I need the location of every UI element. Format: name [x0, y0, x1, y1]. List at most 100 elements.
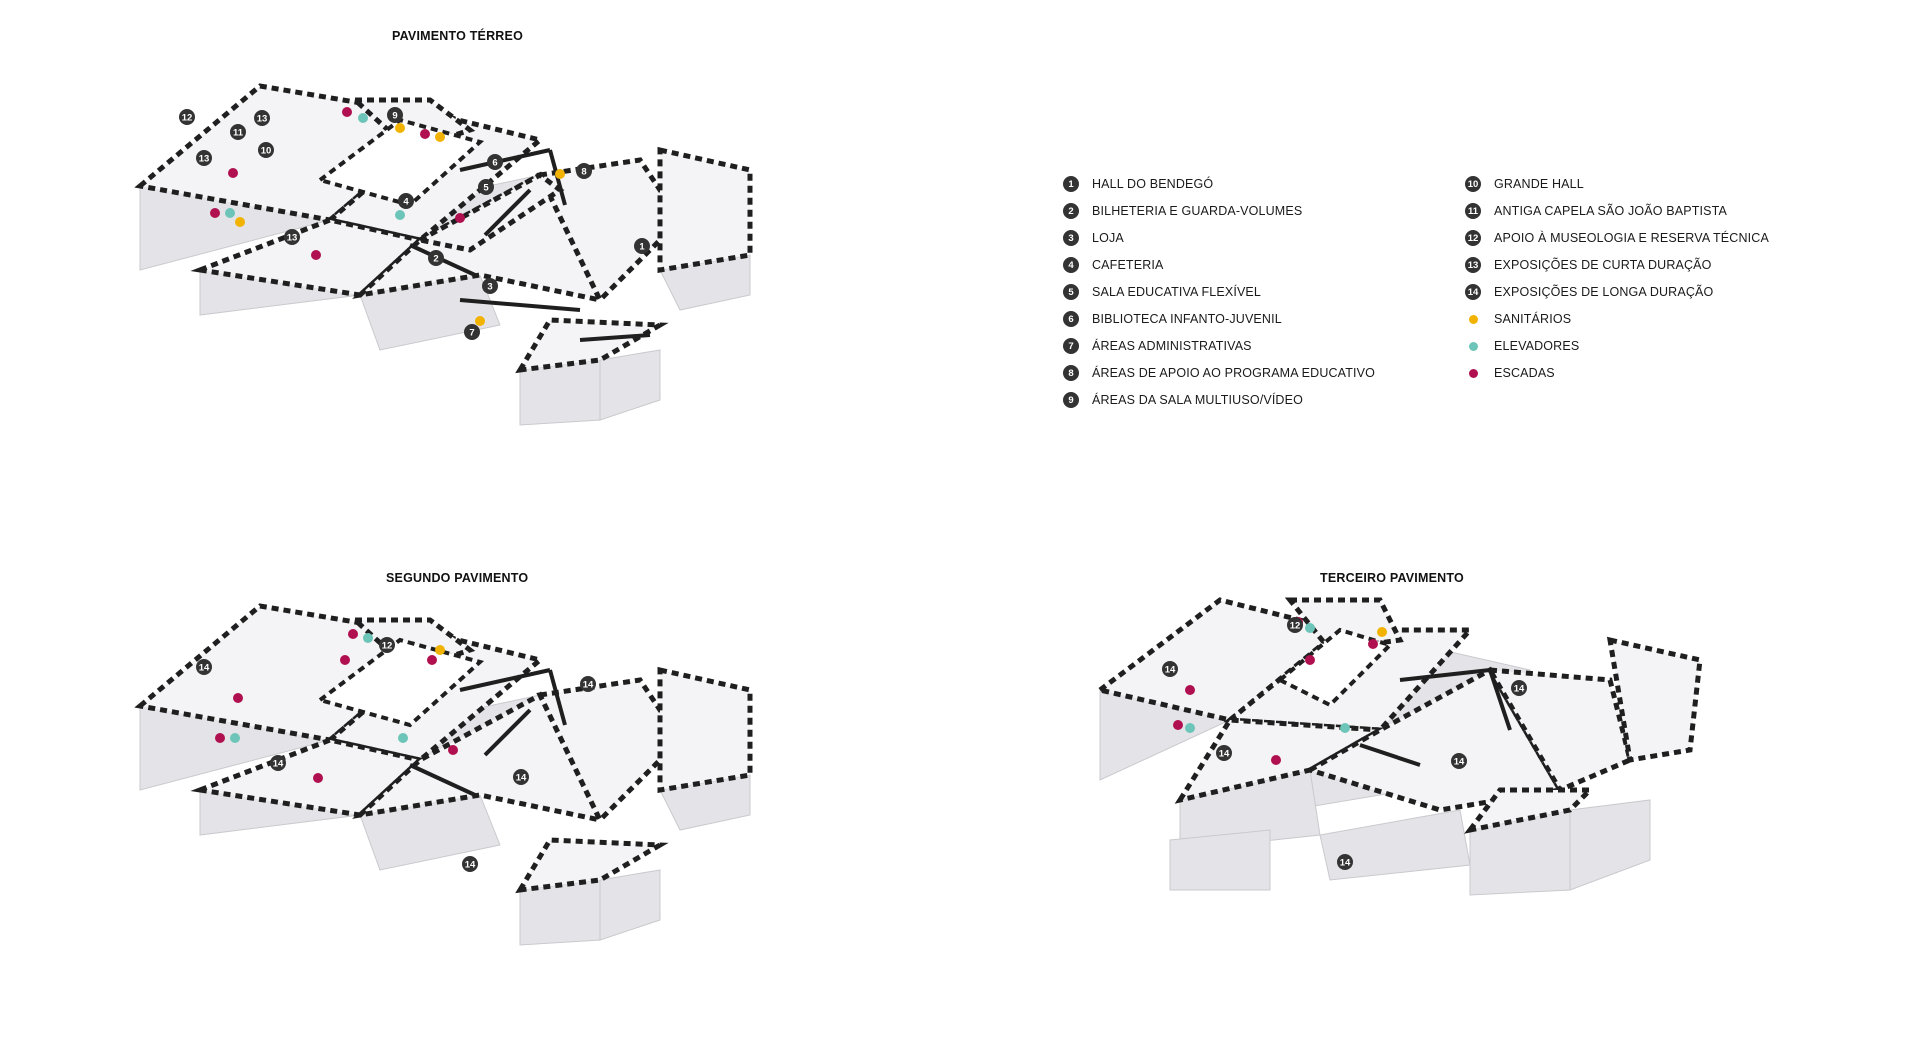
legend-item: 9 ÁREAS DA SALA MULTIUSO/VÍDEO — [1063, 391, 1303, 409]
room-number-label: 13 — [199, 154, 210, 165]
fixtures — [215, 629, 458, 783]
legend-number-badge: 8 — [1063, 365, 1079, 381]
room-number-badge — [478, 179, 494, 195]
room-number-label: 14 — [1454, 757, 1465, 768]
legend-item: ESCADAS — [1465, 364, 1555, 382]
stair-marker — [215, 733, 225, 743]
room-number-label: 8 — [581, 167, 586, 178]
legend-label: ANTIGA CAPELA SÃO JOÃO BAPTISTA — [1494, 204, 1727, 218]
room-number-label: 9 — [392, 111, 397, 122]
legend-label: GRANDE HALL — [1494, 177, 1584, 191]
stair-marker — [448, 745, 458, 755]
elevator-marker — [398, 733, 408, 743]
room-number-badge — [482, 278, 498, 294]
room-number-badge — [1511, 680, 1527, 696]
room-number-badge — [196, 659, 212, 675]
room-number-badge — [179, 109, 195, 125]
legend-item: ELEVADORES — [1465, 337, 1579, 355]
legend-label: SALA EDUCATIVA FLEXÍVEL — [1092, 285, 1262, 299]
room-number-badge — [464, 324, 480, 340]
legend-item: 10 GRANDE HALL — [1465, 175, 1584, 193]
toilet-marker — [1377, 627, 1387, 637]
room-number-label: 5 — [483, 183, 489, 194]
stair-marker — [427, 655, 437, 665]
legend-item: SANITÁRIOS — [1465, 310, 1571, 328]
legend-number-badge: 9 — [1063, 392, 1079, 408]
toilet-marker — [555, 169, 565, 179]
stair-marker — [1368, 639, 1378, 649]
elevator-marker — [1340, 723, 1350, 733]
room-number-label: 2 — [433, 254, 438, 265]
room-number-label: 14 — [199, 663, 210, 674]
room-number-badge — [513, 769, 529, 785]
legend-dot-magenta — [1465, 365, 1481, 381]
legend-label: LOJA — [1092, 231, 1124, 245]
stair-marker — [420, 129, 430, 139]
legend-item: 8 ÁREAS DE APOIO AO PROGRAMA EDUCATIVO — [1063, 364, 1375, 382]
room-number-label: 6 — [492, 158, 497, 169]
legend-number-badge: 13 — [1465, 257, 1481, 273]
stair-marker — [233, 693, 243, 703]
room-number-label: 11 — [233, 128, 244, 139]
room-number-label: 4 — [403, 197, 409, 208]
stair-marker — [228, 168, 238, 178]
legend-label: ÁREAS DE APOIO AO PROGRAMA EDUCATIVO — [1092, 366, 1376, 380]
room-number-badge — [258, 142, 274, 158]
room-number-badge — [580, 676, 596, 692]
legend-number-badge: 7 — [1063, 338, 1079, 354]
legend-number-badge: 10 — [1465, 176, 1481, 192]
room-number-badge — [634, 238, 650, 254]
stair-marker — [348, 629, 358, 639]
room-number-label: 12 — [382, 641, 393, 652]
room-number-label: 14 — [1340, 858, 1351, 869]
room-number-label: 12 — [182, 113, 193, 124]
room-number-badge — [1162, 661, 1178, 677]
toilet-marker — [235, 217, 245, 227]
room-number-label: 7 — [469, 328, 474, 339]
legend-label: APOIO À MUSEOLOGIA E RESERVA TÉCNICA — [1494, 231, 1769, 245]
toilet-marker — [435, 645, 445, 655]
room-number-badge — [1337, 854, 1353, 870]
room-number-badge — [487, 154, 503, 170]
stair-marker — [340, 655, 350, 665]
stair-marker — [1173, 720, 1183, 730]
fixtures — [210, 107, 565, 326]
room-number-badge — [230, 124, 246, 140]
stair-marker — [1271, 755, 1281, 765]
legend-label: ÁREAS DA SALA MULTIUSO/VÍDEO — [1092, 393, 1303, 407]
elevator-marker — [1185, 723, 1195, 733]
toilet-marker — [475, 316, 485, 326]
room-number-badge — [1287, 617, 1303, 633]
room-number-label: 14 — [1514, 684, 1525, 695]
courtyard — [1276, 627, 1394, 708]
room-number-label: 13 — [287, 233, 298, 244]
ground-floor-title: PAVIMENTO TÉRREO — [392, 29, 523, 43]
elevator-marker — [358, 113, 368, 123]
room-number-badge — [196, 150, 212, 166]
stair-marker — [342, 107, 352, 117]
room-number-badge — [398, 193, 414, 209]
room-number-badge — [284, 229, 300, 245]
room-number-label: 13 — [257, 114, 268, 125]
legend-number-badge: 12 — [1465, 230, 1481, 246]
legend-label: ELEVADORES — [1494, 339, 1580, 353]
toilet-marker — [435, 132, 445, 142]
legend-label: ÁREAS ADMINISTRATIVAS — [1092, 339, 1252, 353]
room-number-label: 14 — [516, 773, 527, 784]
legend-label: EXPOSIÇÕES DE LONGA DURAÇÃO — [1494, 285, 1714, 299]
room-number-badge — [1451, 753, 1467, 769]
room-number-label: 14 — [465, 860, 476, 871]
courtyard — [315, 637, 485, 728]
room-number-badge — [254, 110, 270, 126]
third-floor-title: TERCEIRO PAVIMENTO — [1320, 571, 1464, 585]
stair-marker — [210, 208, 220, 218]
room-number-label: 14 — [1219, 749, 1230, 760]
